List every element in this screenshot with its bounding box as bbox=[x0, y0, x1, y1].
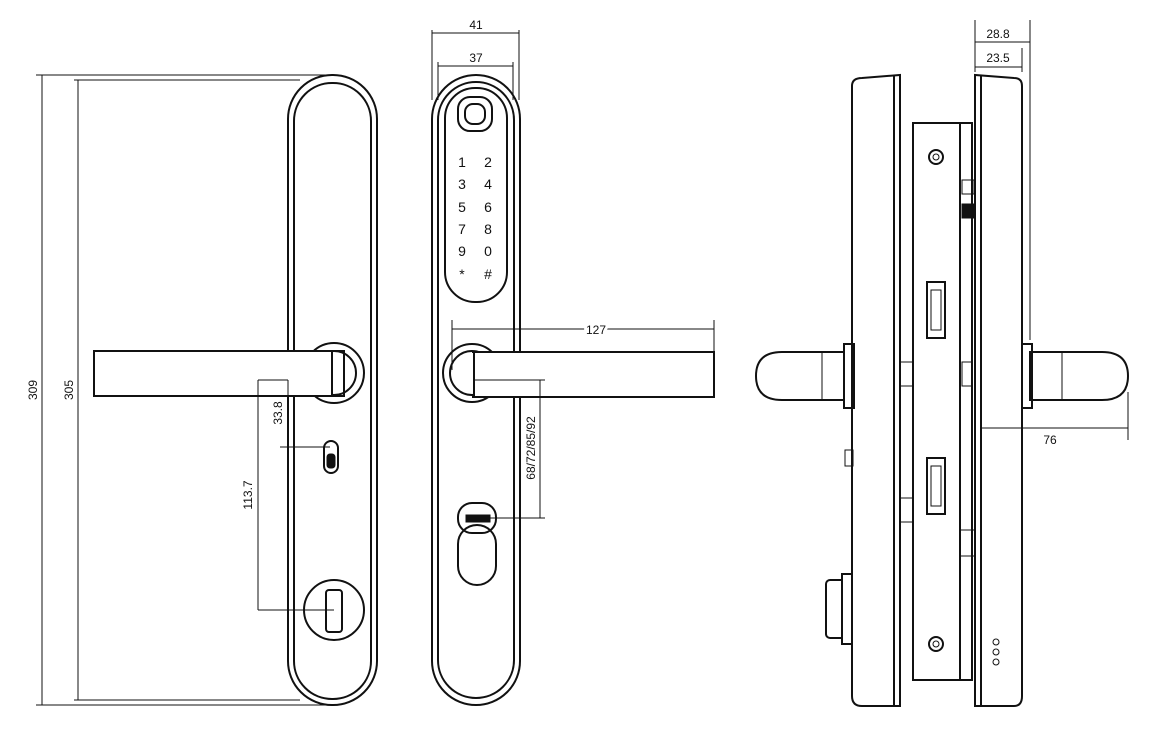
keypad-panel bbox=[444, 87, 508, 303]
key-6: 6 bbox=[484, 199, 492, 215]
dim-113-7-label: 113.7 bbox=[241, 480, 255, 509]
fingerprint-inner bbox=[464, 103, 486, 125]
cylinder-profile bbox=[457, 524, 497, 586]
dim-23-5-label: 23.5 bbox=[986, 51, 1010, 65]
mortise-body bbox=[912, 122, 961, 681]
key-3: 3 bbox=[458, 176, 466, 192]
mortise-screw-bottom bbox=[928, 636, 944, 652]
key-1: 1 bbox=[458, 154, 466, 170]
dim-305-label: 305 bbox=[62, 380, 76, 400]
dim-28-8-label: 28.8 bbox=[986, 27, 1010, 41]
side-rose-inner bbox=[843, 343, 855, 409]
mortise-bolt-window bbox=[926, 457, 946, 515]
dim-backset-label: 68/72/85/92 bbox=[524, 416, 538, 480]
key-0: 0 bbox=[484, 243, 492, 259]
keypad-keys: 1 2 3 4 5 6 7 8 9 0 * # bbox=[458, 154, 492, 282]
key-5: 5 bbox=[458, 199, 466, 215]
side-handle-outer bbox=[1029, 351, 1130, 401]
dim-127-label: 127 bbox=[586, 323, 606, 337]
faceplate-spindle bbox=[961, 361, 973, 387]
through-bolt bbox=[959, 529, 976, 557]
dim-76-label: 76 bbox=[1043, 433, 1057, 447]
battery-dot bbox=[992, 648, 1000, 656]
key-8: 8 bbox=[484, 221, 492, 237]
mortise-bolt-window-inner bbox=[930, 465, 942, 507]
left-view: 309 305 33.8 113.7 bbox=[26, 74, 378, 706]
side-handle-inner bbox=[754, 351, 845, 401]
mortise-screw-top bbox=[928, 149, 944, 165]
key-4: 4 bbox=[484, 176, 492, 192]
side-inner-plate bbox=[851, 73, 901, 707]
key-7: 7 bbox=[458, 221, 466, 237]
left-indicator-slot bbox=[323, 440, 339, 474]
mortise-latch-window bbox=[926, 281, 946, 339]
key-2: 2 bbox=[484, 154, 492, 170]
dim-309-label: 309 bbox=[26, 380, 40, 400]
cylinder-cover bbox=[457, 502, 497, 534]
left-handle-cover bbox=[93, 350, 333, 397]
battery-dot bbox=[992, 638, 1000, 646]
thumbturn-grip bbox=[325, 589, 343, 633]
key-star: * bbox=[459, 266, 465, 282]
indicator-fill bbox=[326, 453, 336, 469]
through-bolt bbox=[899, 497, 914, 523]
side-view: 28.8 23.5 76 bbox=[754, 20, 1130, 707]
side-rose-outer bbox=[1021, 343, 1033, 409]
front-view: 41 37 1 2 3 4 5 6 7 8 9 0 * # bbox=[431, 18, 715, 706]
side-thumbturn-base bbox=[841, 573, 853, 645]
mortise-latch-window-inner bbox=[930, 289, 942, 331]
mortise-faceplate bbox=[959, 122, 973, 681]
fingerprint-sensor-icon bbox=[457, 96, 493, 132]
cylinder-key-slot bbox=[465, 514, 491, 523]
dim-33-8-label: 33.8 bbox=[271, 401, 285, 425]
front-handle-lever bbox=[472, 351, 715, 398]
mortise-screw-bottom-inner bbox=[932, 640, 940, 648]
dim-37-label: 37 bbox=[469, 51, 483, 65]
key-hash: # bbox=[484, 266, 492, 282]
side-outer-plate bbox=[974, 73, 1023, 707]
battery-dot bbox=[992, 658, 1000, 666]
mortise-screw-top-inner bbox=[932, 153, 940, 161]
spindle-inner bbox=[899, 361, 914, 387]
front-handle-cover bbox=[473, 351, 715, 398]
key-9: 9 bbox=[458, 243, 466, 259]
side-pin bbox=[844, 449, 854, 467]
faceplate-bolt bbox=[961, 203, 975, 219]
dim-41-label: 41 bbox=[469, 18, 483, 32]
